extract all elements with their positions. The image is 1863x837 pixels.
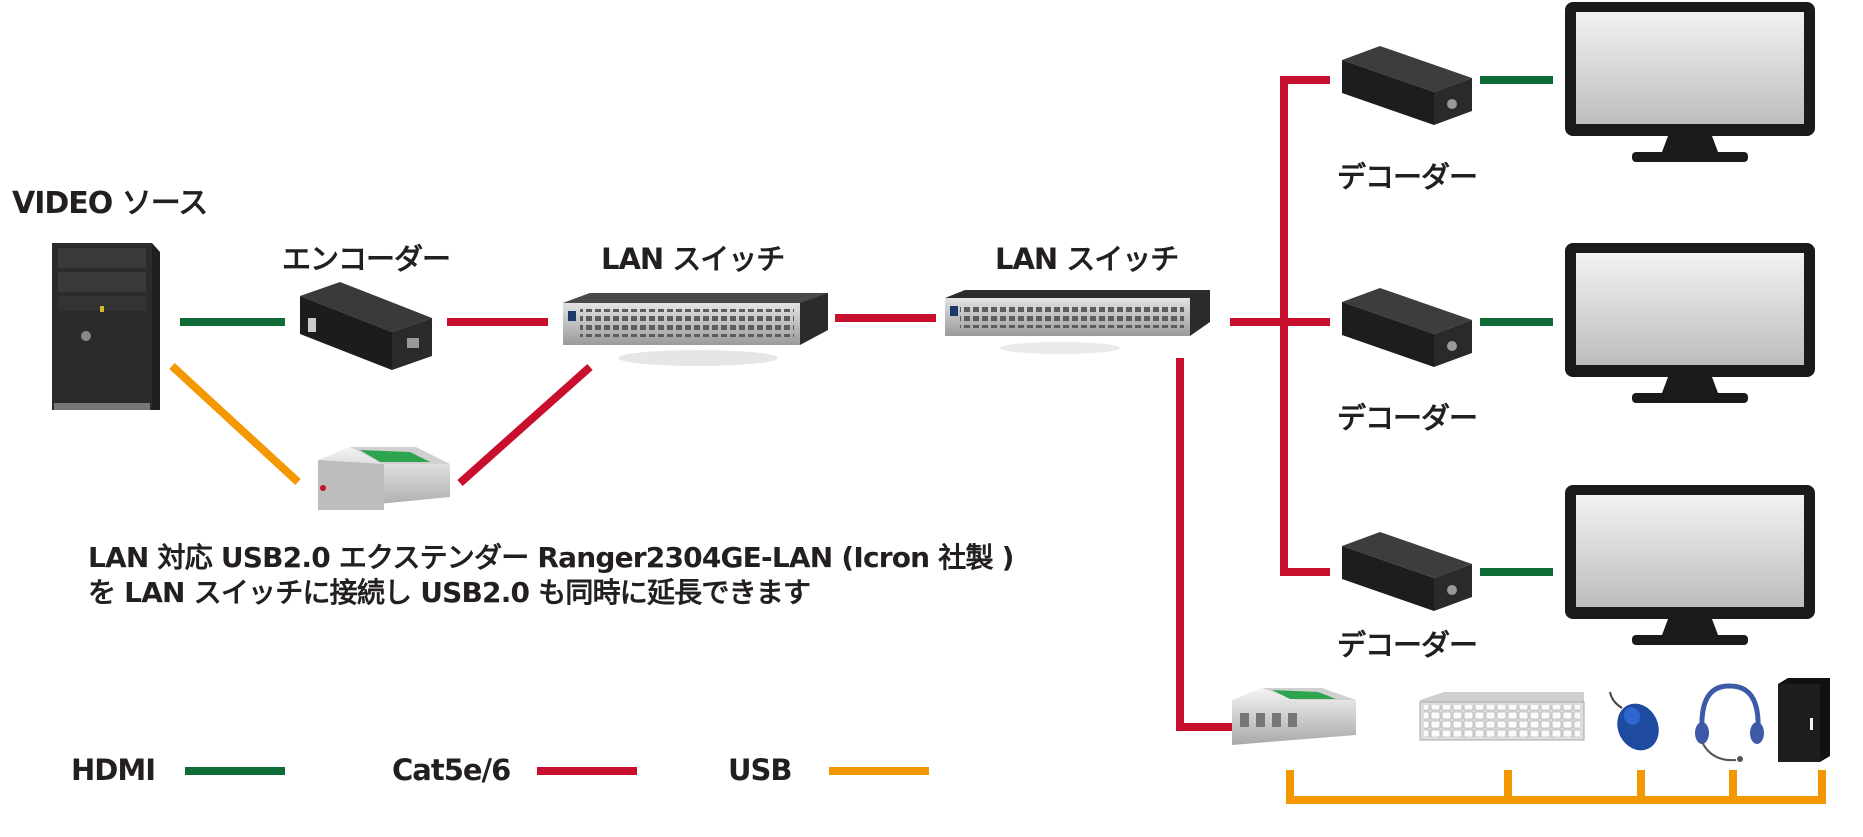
usb-bus — [1286, 770, 1826, 804]
decoder-3-label: デコーダー — [1337, 628, 1478, 662]
decoder-box-icon — [1342, 532, 1472, 611]
usb-extender-icon — [1232, 688, 1356, 745]
monitor-icon — [1565, 2, 1815, 162]
external-drive-icon — [1778, 678, 1830, 762]
video-source-label: VIDEO ソース — [12, 186, 208, 221]
monitor-icon — [1565, 485, 1815, 645]
cat-line-extender-switch — [457, 364, 593, 486]
network-switch-icon — [563, 293, 828, 366]
decoder-1-label: デコーダー — [1337, 160, 1478, 194]
lan-switch-1-label: LAN スイッチ — [601, 242, 785, 276]
decoder-box-icon — [1342, 288, 1472, 367]
cat-line-usb-remote — [1176, 358, 1238, 731]
headset-icon — [1695, 683, 1764, 762]
legend-label-usb: USB — [728, 753, 793, 787]
encoder-label: エンコーダー — [282, 242, 451, 276]
monitor-icon — [1565, 243, 1815, 403]
legend-label-hdmi: HDMI — [71, 753, 156, 787]
network-switch-icon — [945, 290, 1210, 354]
decoder-box-icon — [1342, 46, 1472, 125]
extender-note-line-2: を LAN スイッチに接続し USB2.0 も同時に延長できます — [88, 576, 811, 609]
usb-line-source-extender — [169, 363, 301, 485]
mouse-icon — [1609, 691, 1659, 751]
decoder-2-label: デコーダー — [1337, 401, 1478, 435]
cat-lines — [447, 76, 1330, 731]
lan-switch-2-label: LAN スイッチ — [995, 242, 1179, 276]
extender-note: LAN 対応 USB2.0 エクステンダー Ranger2304GE-LAN (… — [88, 540, 1014, 610]
desktop-tower-icon — [52, 243, 160, 410]
encoder-box-icon — [300, 282, 432, 370]
extender-note-line-1: LAN 対応 USB2.0 エクステンダー Ranger2304GE-LAN (… — [88, 541, 1014, 574]
usb-extender-icon — [318, 447, 450, 510]
hdmi-lines — [180, 76, 1553, 576]
legend-label-cat: Cat5e/6 — [392, 753, 511, 787]
keyboard-icon — [1419, 692, 1585, 741]
usb-lines — [169, 363, 1826, 804]
